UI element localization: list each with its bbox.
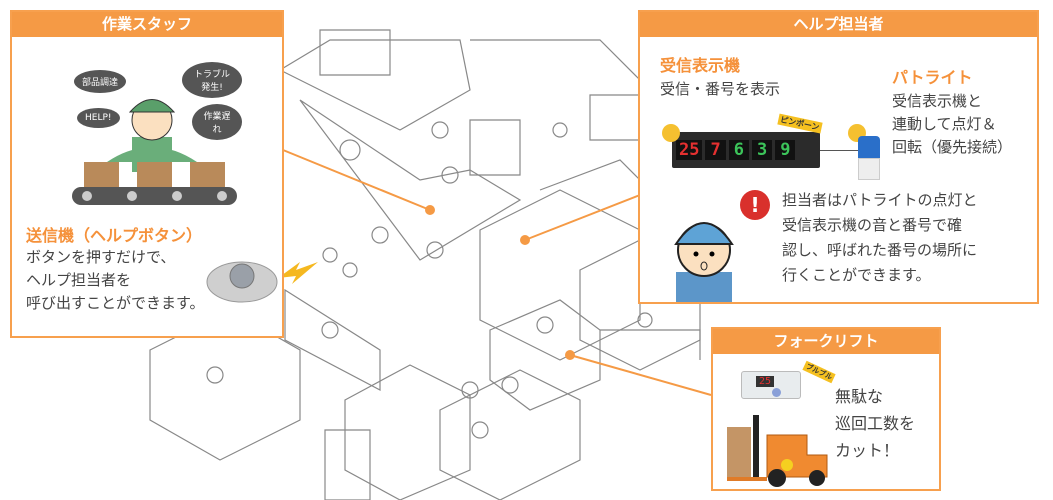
- receiver-display: 25 7 6 3 9: [672, 132, 820, 168]
- vibrate-label: ブルブル: [802, 360, 836, 384]
- pager-button-icon: [772, 388, 781, 397]
- speech-bubble: HELP!: [77, 108, 120, 128]
- receiver-title: 受信表示機: [660, 56, 741, 75]
- patlite-description: 回転（優先接続）: [892, 138, 1013, 156]
- display-digit: 3: [751, 140, 773, 160]
- staff-panel-title: 作業スタッフ: [12, 12, 282, 37]
- display-call-number: 25: [676, 140, 703, 160]
- transmitter-description: ヘルプ担当者を: [26, 271, 132, 289]
- patlite-title: パトライト: [892, 68, 973, 87]
- sound-label: ピンポーン: [777, 113, 823, 134]
- patlite-icon: [858, 136, 880, 180]
- patlite-description: 連動して点灯＆: [892, 115, 997, 133]
- receiver-description: 受信・番号を表示: [660, 80, 781, 98]
- alert-icon: !: [740, 190, 770, 220]
- transmitter-description: ボタンを押すだけで、: [26, 248, 176, 266]
- helper-description: 担当者はパトライトの点灯と: [782, 191, 978, 209]
- forklift-panel-title: フォークリフト: [713, 329, 939, 354]
- pager-number: 25: [756, 376, 775, 387]
- helper-panel-title: ヘルプ担当者: [640, 12, 1037, 37]
- transmitter-description: 呼び出すことができます。: [26, 294, 205, 312]
- forklift-description: 無駄な: [835, 387, 884, 406]
- helper-panel: ヘルプ担当者 受信表示機 受信・番号を表示 パトライト 受信表示機と 連動して点…: [638, 10, 1039, 304]
- sun-flash-icon: [662, 124, 680, 142]
- display-digit: 9: [775, 140, 796, 160]
- speech-bubble: トラブル発生!: [182, 62, 242, 98]
- forklift-panel: フォークリフト 25 ブルブル 無駄な 巡回工数を カット！: [711, 327, 941, 491]
- helper-description: 行くことができます。: [782, 266, 931, 284]
- speech-bubble: 部品調達: [74, 70, 127, 93]
- helper-description: 受信表示機の音と番号で確: [782, 216, 963, 234]
- worker-illustration: 部品調達 トラブル発生! HELP! 作業遅れ: [62, 42, 242, 207]
- display-digit: 6: [728, 140, 749, 160]
- help-button-device-icon: [206, 261, 278, 303]
- forklift-description: 巡回工数を: [835, 414, 916, 433]
- forklift-description: カット！: [835, 441, 900, 460]
- speech-bubble: 作業遅れ: [192, 104, 242, 140]
- transmitter-title: 送信機（ヘルプボタン）: [26, 226, 203, 245]
- patlite-description: 受信表示機と: [892, 92, 983, 110]
- display-digit: 7: [705, 140, 726, 160]
- staff-panel: 作業スタッフ 部品調達 トラブル発生! HELP! 作業遅れ 送信機（ヘルプボタ…: [10, 10, 284, 338]
- helper-worker-icon: [674, 222, 734, 302]
- signal-bolt-icon: [278, 262, 318, 284]
- worker-on-conveyor-icon: [72, 99, 237, 205]
- helper-description: 認し、呼ばれた番号の場所に: [782, 241, 978, 259]
- pager-device: 25: [741, 371, 801, 399]
- forklift-icon: [727, 415, 828, 487]
